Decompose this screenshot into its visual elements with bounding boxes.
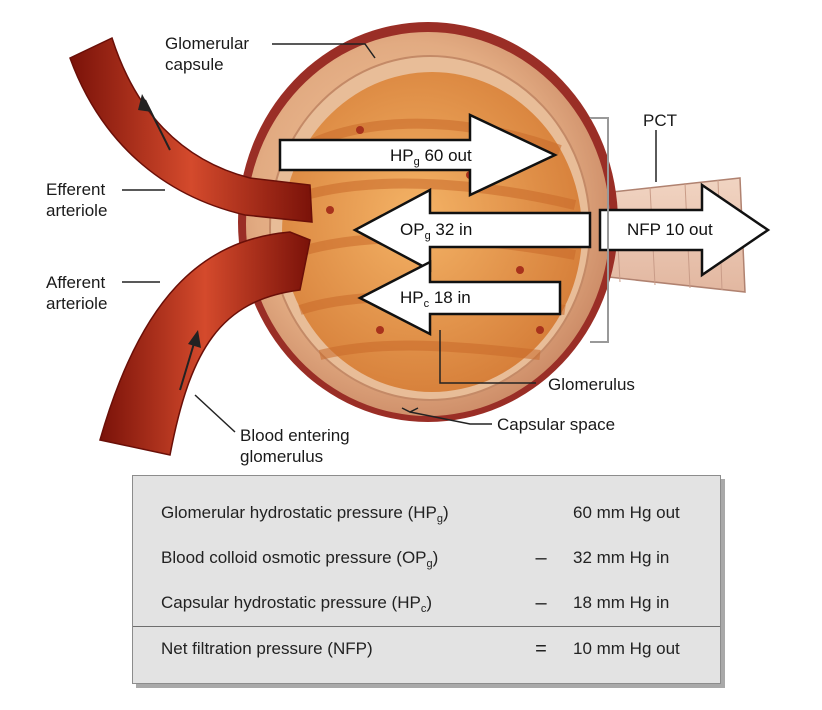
opg-arrow: [352, 187, 592, 273]
equation-row-hpc: Capsular hydrostatic pressure (HPc) – 18…: [133, 588, 720, 618]
label-pct: PCT: [643, 111, 677, 130]
nfp-arrow-label: NFP 10 out: [627, 220, 713, 239]
hpg-arrow-label: HPg 60 out: [390, 146, 472, 168]
label-glomerulus: Glomerulus: [548, 375, 635, 394]
glomerulus-illustration: [69, 22, 771, 456]
pressure-equation-panel: Glomerular hydrostatic pressure (HPg) 60…: [132, 475, 721, 684]
equation-term: Net filtration pressure (NFP): [161, 639, 373, 658]
label-blood-entering: Blood entering glomerulus: [240, 426, 350, 466]
equation-term: Blood colloid osmotic pressure (OPg): [161, 548, 439, 570]
equation-operator: –: [535, 547, 547, 569]
equation-row-opg: Blood colloid osmotic pressure (OPg) – 3…: [133, 543, 720, 573]
equation-term: Capsular hydrostatic pressure (HPc): [161, 593, 432, 615]
hpc-arrow-label: HPc 18 in: [400, 288, 471, 310]
equation-row-hpg: Glomerular hydrostatic pressure (HPg) 60…: [133, 498, 720, 528]
equation-operator: =: [535, 638, 547, 660]
opg-arrow-label: OPg 32 in: [400, 220, 473, 242]
label-glomerular-capsule: Glomerular capsule: [165, 34, 250, 74]
label-afferent-arteriole: Afferent arteriole: [46, 273, 108, 313]
leader-lines: [122, 43, 657, 433]
efferent-arteriole: [69, 36, 313, 223]
equation-term: Glomerular hydrostatic pressure (HPg): [161, 503, 449, 525]
label-efferent-arteriole: Efferent arteriole: [46, 180, 108, 220]
equation-value: 60 mm Hg out: [573, 503, 680, 522]
equation-operator: –: [535, 592, 547, 614]
equation-row-nfp: Net filtration pressure (NFP) = 10 mm Hg…: [133, 634, 720, 664]
afferent-arteriole: [99, 231, 311, 456]
equation-value: 32 mm Hg in: [573, 548, 670, 567]
label-capsular-space: Capsular space: [497, 415, 616, 434]
equation-divider: [133, 626, 720, 627]
equation-value: 18 mm Hg in: [573, 593, 670, 612]
hpg-arrow: [278, 113, 558, 197]
hpc-arrow: [357, 259, 562, 337]
nfp-arrow: [598, 182, 771, 278]
equation-value: 10 mm Hg out: [573, 639, 680, 658]
